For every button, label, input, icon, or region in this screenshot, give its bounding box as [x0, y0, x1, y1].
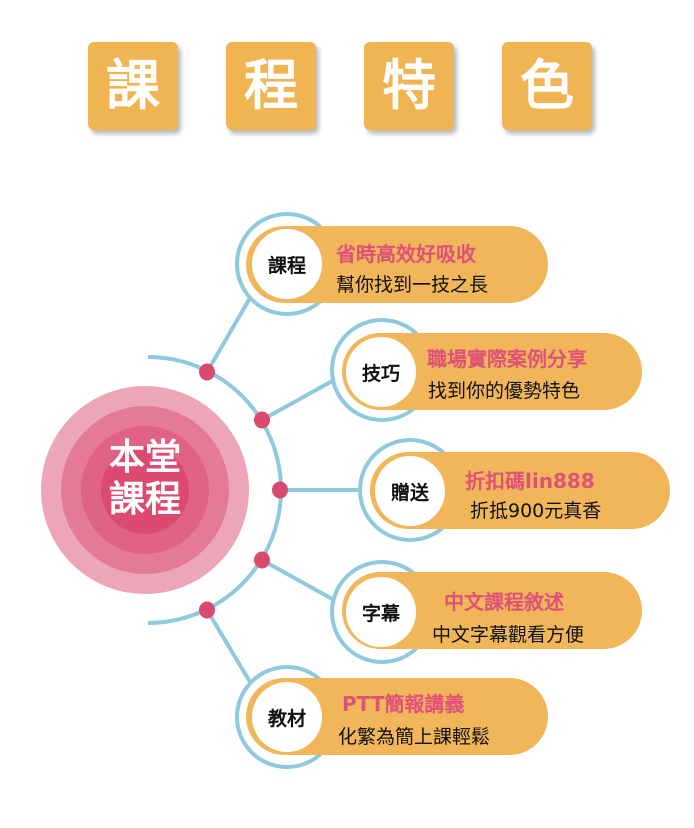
connector-dots	[199, 363, 288, 619]
feature-title: 折扣碼lin888	[465, 469, 595, 493]
feature-subtitle: 折抵900元真香	[470, 500, 602, 522]
feature-title: 中文課程敘述	[444, 590, 564, 614]
title-tile-1: 課	[88, 42, 178, 130]
title-tile-4: 色	[502, 42, 592, 130]
feature-badge: 教材	[252, 682, 322, 752]
center-circle	[41, 386, 249, 594]
feature-subtitle: 化繁為簡上課輕鬆	[338, 726, 491, 748]
center-label-line1: 本堂	[108, 437, 181, 478]
feature-subtitle: 找到你的優勢特色	[428, 380, 581, 402]
feature-title: 省時高效好吸收	[336, 242, 476, 266]
feature-subtitle: 幫你找到一技之長	[336, 274, 489, 296]
feature-badge: 技巧	[346, 337, 416, 407]
feature-badge: 字幕	[346, 577, 416, 647]
center-label: 本堂 課程	[85, 437, 205, 521]
feature-subtitle: 中文字幕觀看方便	[432, 624, 585, 646]
feature-title: 職場實際案例分享	[427, 347, 587, 371]
connector-lines	[205, 296, 362, 684]
feature-title: PTT簡報講義	[342, 692, 465, 716]
title-tile-2: 程	[226, 42, 316, 130]
feature-badge: 贈送	[375, 456, 445, 526]
title-tile-3: 特	[364, 42, 454, 130]
feature-badge: 課程	[252, 229, 322, 299]
center-label-line2: 課程	[108, 479, 181, 520]
